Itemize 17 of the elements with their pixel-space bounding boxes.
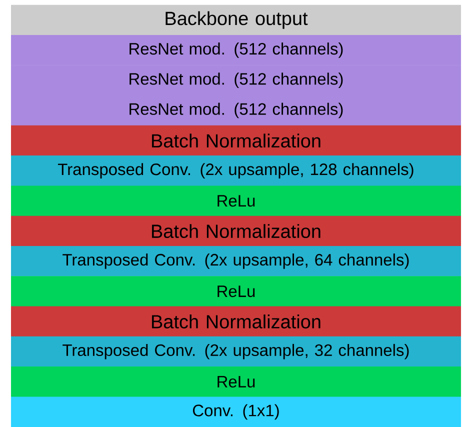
- node-label: ResNet mod. (512 channels): [130, 72, 343, 88]
- node-label: ResNet mod. (512 channels): [130, 42, 343, 58]
- layer-band: ReLu: [11, 366, 461, 397]
- module-band: ResNet mod. (512 channels): [11, 65, 461, 96]
- layer-band: ReLu: [11, 276, 461, 307]
- output-band: Backbone output: [11, 4, 461, 36]
- layer-band: Batch Normalization: [11, 306, 461, 337]
- layer-band: Transposed Conv. (2x upsample, 32 channels): [11, 336, 461, 367]
- layer-band: ReLu: [11, 186, 461, 216]
- layer-band: Batch Normalization: [11, 125, 461, 156]
- layer-band: Transposed Conv. (2x upsample, 64 channels): [11, 246, 461, 276]
- layer-band: Conv. (1x1): [11, 396, 461, 427]
- module-band: ResNet mod. (512 channels): [11, 95, 461, 126]
- layer-band: Batch Normalization: [11, 216, 461, 246]
- module-band: ResNet mod. (512 channels): [11, 34, 461, 66]
- node-label: ResNet mod. (512 channels): [130, 102, 343, 118]
- layer-band: Transposed Conv. (2x upsample, 128 channels): [11, 156, 461, 186]
